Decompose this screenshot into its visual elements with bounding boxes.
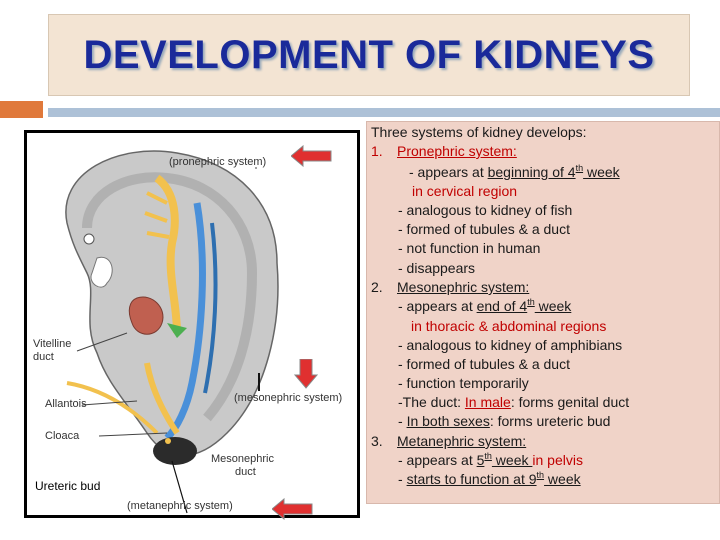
embryo-illustration [27,133,357,515]
label-allantois: Allantois [45,398,87,410]
label-mesonephric-system: (mesonephric system) [234,392,342,404]
pronephric-line-1: - appears at beginning of 4th week [409,164,620,180]
title-box: DEVELOPMENT OF KIDNEYS [48,14,690,96]
list-number-2: 2. [371,279,383,295]
embryo-diagram: (pronephric system) Vitelline duct Allan… [24,130,360,518]
mesonephric-line-3: - analogous to kidney of amphibians [398,337,622,353]
pronephric-line-6: - disappears [398,260,475,276]
label-metanephric-system: (metanephric system) [127,500,233,512]
pronephric-line-5: - not function in human [398,240,540,256]
arrow-left-pronephric-icon [291,145,333,167]
metanephric-line-1: - appears at 5th week in pelvis [398,452,583,468]
mesonephric-line-1: - appears at end of 4th week [398,298,571,314]
arrow-down-mesonephric-icon [294,359,318,389]
arrow-left-metanephric-icon [272,498,314,520]
mesonephric-line-7: - In both sexes: forms ureteric bud [398,413,610,429]
pronephric-line-3: - analogous to kidney of fish [398,202,572,218]
mesonephric-line-4: - formed of tubules & a duct [398,356,570,372]
pronephric-line-4: - formed of tubules & a duct [398,221,570,237]
label-cloaca: Cloaca [45,430,79,442]
metanephric-blastema [153,437,197,465]
label-mesonephric-duct-2: duct [235,466,256,478]
list-number-3: 3. [371,433,383,449]
mesonephric-line-5: - function temporarily [398,375,529,391]
metanephric-line-2: - starts to function at 9th week [398,471,581,487]
eye-circle [84,234,94,244]
page-title: DEVELOPMENT OF KIDNEYS [49,33,689,78]
heading-metanephric: Metanephric system: [397,433,526,449]
accent-bar-blue [48,108,720,117]
heading-mesonephric: Mesonephric system: [397,279,529,295]
label-mesonephric-duct-1: Mesonephric [211,453,274,465]
label-ureteric-bud: Ureteric bud [35,479,100,493]
list-number-1: 1. [371,143,383,159]
heading-pronephric: Pronephric system: [397,143,517,159]
intro-text: Three systems of kidney develops: [371,124,587,140]
label-pronephric-system: (pronephric system) [169,156,266,168]
label-vitelline: Vitelline [33,338,71,350]
label-vitelline-duct: duct [33,351,54,363]
accent-bar-orange [0,101,43,118]
mesonephric-line-2: in thoracic & abdominal regions [411,318,606,334]
mesonephric-line-6: -The duct: In male: forms genital duct [398,394,629,410]
pronephric-line-2: in cervical region [412,183,517,199]
